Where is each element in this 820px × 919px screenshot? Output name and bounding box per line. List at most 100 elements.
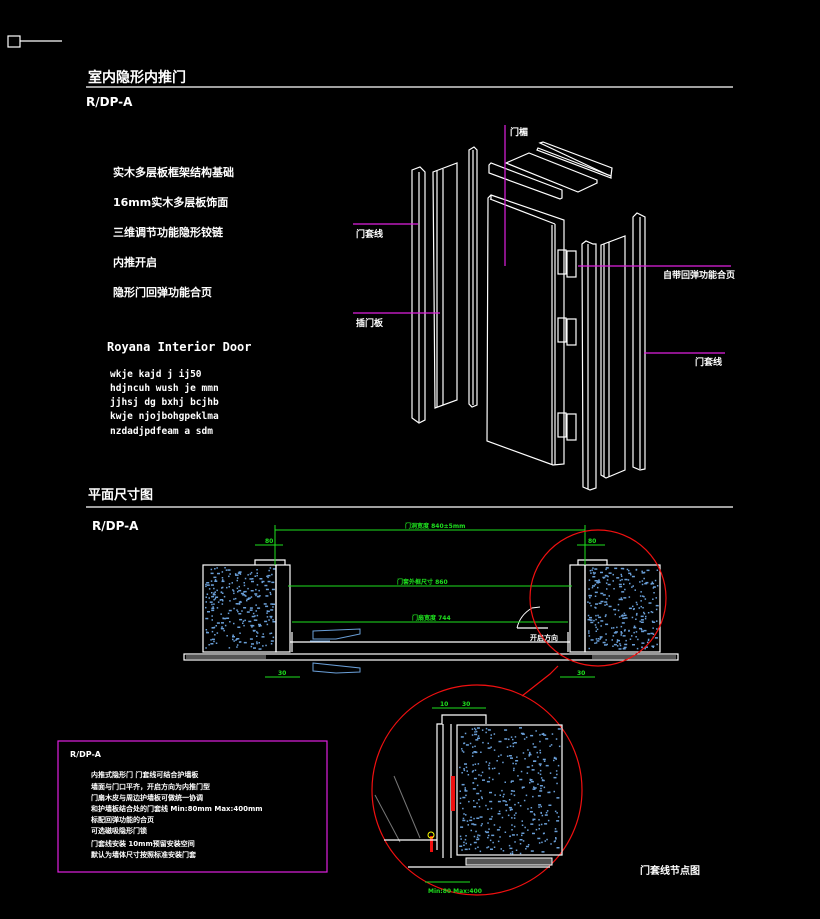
hatch-dot [635, 618, 637, 620]
hatch-dot [511, 817, 513, 819]
hatch-dot [643, 613, 646, 615]
hatch-dot [543, 832, 545, 834]
hatch-dot [511, 829, 513, 831]
hatch-dot [211, 615, 213, 617]
hatch-dot [474, 745, 476, 748]
hatch-dot [543, 786, 546, 789]
hatch-dot [233, 598, 235, 600]
detail-drawing: 10 30 Min:80 Max:400 门套线节点图 [371, 684, 700, 896]
hatch-dot [592, 585, 595, 587]
hatch-dot [651, 645, 655, 647]
hatch-dot [636, 603, 638, 606]
hatch-dot [473, 817, 475, 820]
hatch-dot [211, 619, 213, 621]
hatch-dot [221, 580, 225, 583]
hatch-dot [643, 611, 645, 614]
hatch-dot [617, 603, 620, 606]
note-line: 可选磁吸隐形门锁 [91, 826, 147, 835]
hatch-dot [551, 733, 554, 735]
hatch-dot [205, 617, 209, 620]
hatch-dot [643, 629, 647, 632]
hatch-dot [499, 794, 501, 796]
hatch-dot [243, 641, 247, 644]
hatch-dot [600, 625, 602, 627]
hatch-dot [239, 641, 242, 643]
hatch-dot [519, 852, 522, 855]
hatch-dot [529, 779, 532, 782]
hatch-dot [250, 590, 254, 592]
hatch-dot [473, 800, 475, 802]
hatch-dot [541, 733, 545, 735]
hatch-dot [533, 760, 536, 762]
hatch-dot [464, 787, 466, 789]
door-handle-icon [312, 662, 361, 674]
hatch-dot [594, 580, 598, 582]
hatch-dot [622, 617, 626, 620]
hatch-dot [461, 783, 465, 786]
hatch-dot [538, 763, 542, 765]
hatch-dot [502, 795, 504, 798]
hatch-dot [614, 613, 616, 616]
hatch-dot [606, 579, 609, 581]
hatch-dot [532, 832, 535, 835]
hatch-dot [227, 569, 231, 571]
hatch-dot [510, 781, 512, 783]
hatch-dot [515, 849, 518, 851]
hatch-dot [228, 647, 231, 649]
note-line: 墙面与门口平齐，开启方向为内推门型 [91, 782, 210, 791]
hatch-dot [240, 592, 244, 595]
hatch-dot [529, 811, 533, 813]
hatch-dot [233, 592, 235, 595]
hatch-dot [497, 840, 500, 843]
hatch-dot [474, 729, 477, 731]
hatch-dot [654, 586, 656, 588]
hatch-dot [476, 802, 478, 804]
hatch-dot [606, 643, 608, 646]
hatch-dot [643, 595, 645, 598]
hatch-dot [206, 582, 210, 584]
hatch-dot [640, 591, 642, 593]
hatch-dot [554, 830, 558, 833]
hatch-dot [272, 619, 274, 621]
hatch-dot [480, 751, 482, 753]
hatch-dot [490, 734, 492, 736]
hatch-dot [256, 635, 258, 637]
hatch-dot [272, 636, 275, 639]
hatch-dot [549, 772, 552, 774]
hatch-dot [550, 843, 552, 845]
hatch-dot [263, 603, 267, 605]
hatch-dot [548, 804, 552, 806]
hatch-dot [262, 633, 264, 635]
hatch-dot [602, 594, 606, 596]
hatch-dot [537, 772, 540, 774]
hatch-dot [612, 580, 614, 582]
hatch-dot [254, 575, 256, 577]
hatch-dot [258, 589, 260, 592]
hatch-dot [249, 573, 252, 575]
hatch-dot [513, 767, 515, 770]
hatch-dot [539, 734, 541, 736]
hatch-dot [465, 766, 468, 769]
hatch-dot [521, 787, 524, 789]
hatch-dot [641, 646, 643, 649]
hatch-dot [598, 602, 602, 605]
hatch-dot [624, 588, 626, 591]
hatch-dot [529, 782, 531, 784]
hatch-dot [623, 612, 626, 615]
hatch-dot [556, 797, 560, 799]
hatch-dot [216, 567, 218, 569]
hatch-dot [611, 639, 613, 641]
hatch-dot [556, 773, 558, 776]
hatch-dot [205, 585, 207, 588]
hatch-dot [266, 612, 268, 614]
hatch-dot [478, 805, 481, 808]
hatch-dot [242, 620, 245, 622]
hatch-dot [632, 608, 635, 611]
hatch-dot [633, 631, 635, 634]
plan-drawing: 开启方向 门洞宽度 840±5mm 门套外框尺寸 860 门扇宽度 744 80… [183, 522, 679, 697]
hatch-dot [612, 573, 614, 576]
hatch-dot [271, 573, 273, 576]
hatch-dot [238, 571, 242, 573]
hatch-dot [461, 772, 463, 774]
hatch-dot [594, 583, 597, 586]
